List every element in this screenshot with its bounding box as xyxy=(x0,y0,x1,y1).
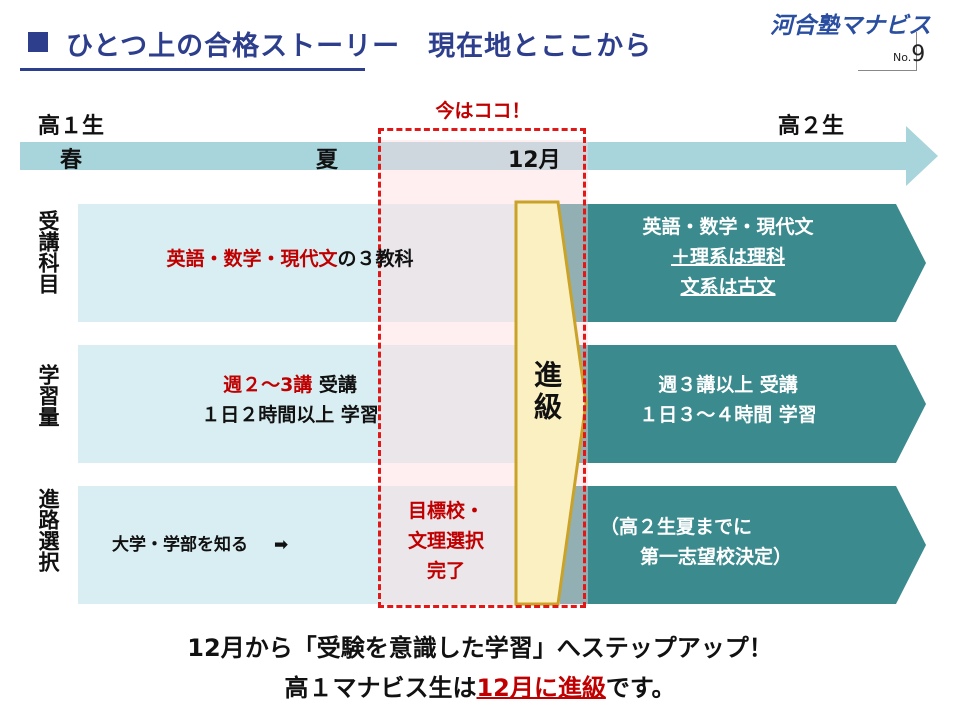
shinkyu-pentagon xyxy=(514,200,588,606)
row2-before-line2: １日２時間以上 学習 xyxy=(201,404,379,426)
title-underline xyxy=(20,68,365,71)
page-number-value: 9 xyxy=(911,42,926,67)
page-number-prefix: No. xyxy=(893,51,912,64)
row1-after-line: ＋理系は理科 xyxy=(670,246,785,268)
brand-logo: 河合塾マナビス xyxy=(770,13,931,39)
row2-after-text: 週３講以上 受講 １日３～４時間 学習 xyxy=(590,370,866,430)
row-label-career-text: 進路選択 xyxy=(36,488,60,572)
footer-line1: 12月から「受験を意識した学習」へステップアップ！ xyxy=(187,634,773,662)
row3-now-text: 目標校・ 文理選択 完了 xyxy=(384,496,508,586)
row1-before-box xyxy=(78,204,568,322)
footer-line2-a: 高１マナビス生は xyxy=(284,674,477,702)
row2-before-highlight: 週２～3講 xyxy=(223,374,313,396)
row2-after-line: １日３～４時間 学習 xyxy=(639,404,817,426)
now-marker-frame xyxy=(378,128,586,608)
right-arrow-icon: ➡ xyxy=(274,535,289,555)
timeline-arrow xyxy=(20,126,938,186)
row-label-subjects-text: 受講科目 xyxy=(36,210,60,294)
end-grade-label: 高２生 xyxy=(778,114,845,139)
title-bullet xyxy=(28,32,48,52)
slide-title: ひとつ上の合格ストーリー 現在地とここから xyxy=(66,31,653,62)
row3-after-arrow xyxy=(560,486,926,604)
start-grade-label: 高１生 xyxy=(38,114,105,139)
footer-line2: 高１マナビス生は12月に進級です。 xyxy=(0,668,960,703)
row2-after-arrow xyxy=(560,345,926,463)
promotion-label: 進級 xyxy=(530,360,563,424)
row3-now-line: 目標校・ xyxy=(407,500,484,522)
page-number-frame xyxy=(858,32,917,71)
now-marker-label: 今はココ！ xyxy=(435,100,531,122)
row2-before-line1: 週２～3講 受講 xyxy=(100,370,480,400)
row-label-study-amount-text: 学習量 xyxy=(36,364,60,427)
row3-after-text: （高２生夏までに 第一志望校決定） xyxy=(600,512,860,572)
row-label-subjects: 受講科目 xyxy=(34,210,62,300)
row1-before-highlight: 英語・数学・現代文 xyxy=(166,248,338,270)
season-december: 12月 xyxy=(508,148,561,173)
row3-now-line: 完了 xyxy=(426,560,465,582)
row2-before-line1-rest: 受講 xyxy=(312,374,357,396)
row3-after-line: 第一志望校決定） xyxy=(640,546,793,568)
footer-line2-c: です。 xyxy=(605,674,676,702)
row3-before-box xyxy=(78,486,568,604)
row2-before-box xyxy=(78,345,568,463)
season-summer: 夏 xyxy=(316,148,339,173)
row1-after-text: 英語・数学・現代文 ＋理系は理科 文系は古文 xyxy=(590,212,866,302)
row2-before-text: 週２～3講 受講 １日２時間以上 学習 xyxy=(100,370,480,430)
row-label-study-amount: 学習量 xyxy=(34,364,62,433)
row3-after-line: （高２生夏までに xyxy=(600,516,753,538)
row-label-career: 進路選択 xyxy=(34,488,62,578)
row1-before-text: 英語・数学・現代文の３教科 xyxy=(100,244,480,274)
page-number: No.9 xyxy=(893,42,925,67)
row3-before-label: 大学・学部を知る xyxy=(112,535,248,555)
row1-after-line: 英語・数学・現代文 xyxy=(642,216,814,238)
row1-after-arrow xyxy=(560,204,926,322)
footer-line2-highlight: 12月に進級 xyxy=(476,674,606,702)
season-spring: 春 xyxy=(60,148,83,173)
row2-after-line: 週３講以上 受講 xyxy=(658,374,798,396)
row1-after-line: 文系は古文 xyxy=(680,276,776,298)
row3-before-text: 大学・学部を知る ➡ xyxy=(112,530,288,560)
row1-before-rest: の３教科 xyxy=(337,248,414,270)
row3-now-line: 文理選択 xyxy=(407,530,484,552)
